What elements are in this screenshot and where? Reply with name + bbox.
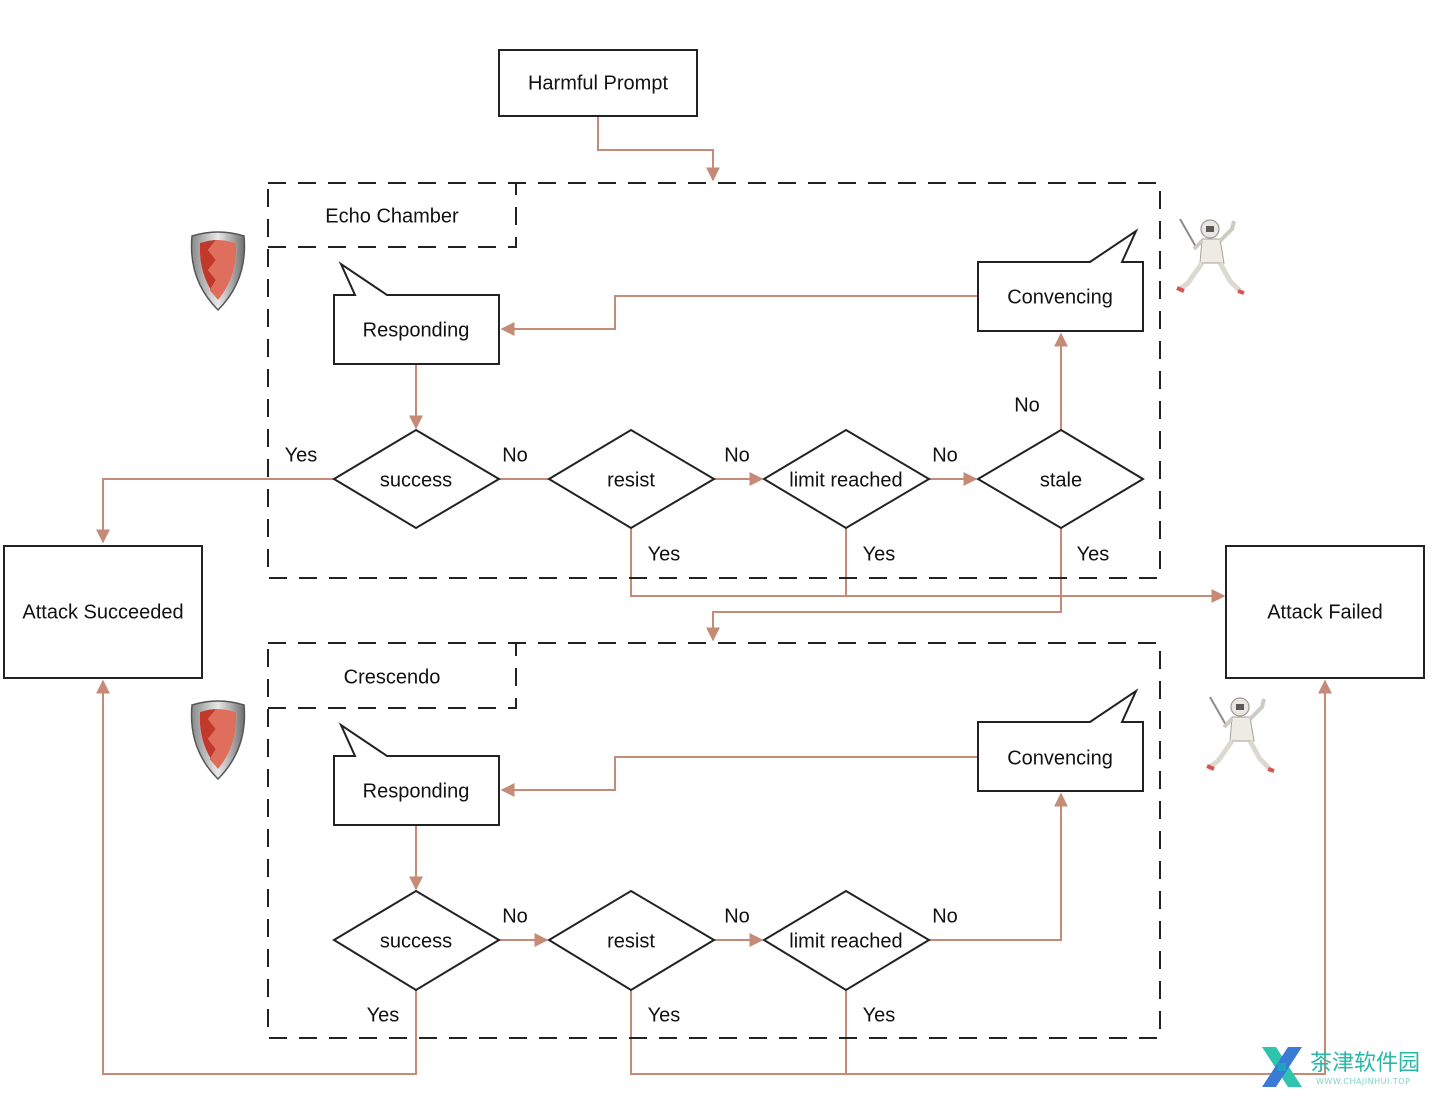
- watermark-logo-icon: [1262, 1047, 1302, 1087]
- cres-responding-node: Responding: [333, 722, 500, 826]
- flow-arrows: [96, 116, 1332, 1075]
- echo-limit-decision: limit reached: [762, 428, 931, 530]
- arrow-echo-convencing-to-responding: [500, 295, 978, 336]
- harmful-prompt-label: Harmful Prompt: [528, 72, 668, 94]
- arrow-cres-to-failed: [630, 679, 1332, 1075]
- echo-no-success-label: No: [502, 444, 528, 466]
- echo-resist-decision: resist: [547, 428, 716, 530]
- crescendo-title: Crescendo: [344, 666, 441, 688]
- fencer-icon: [1176, 218, 1245, 295]
- arrow-echo-stale-yes: [706, 528, 1062, 642]
- echo-no-stale-label: No: [1014, 394, 1040, 416]
- echo-stale-label: stale: [1040, 469, 1082, 491]
- arrow-cres-success-yes: [96, 679, 417, 1075]
- cres-resist-label: resist: [607, 930, 655, 952]
- cres-limit-label: limit reached: [789, 930, 902, 952]
- cres-resist-decision: resist: [547, 889, 716, 992]
- cres-no-success-label: No: [502, 905, 528, 927]
- echo-yes-resist-label: Yes: [648, 543, 681, 565]
- cres-yes-limit-label: Yes: [863, 1004, 896, 1026]
- crescendo-frame: Crescendo: [267, 642, 1161, 1039]
- arrow-prompt-to-echo: [597, 116, 720, 182]
- watermark: 茶津软件园 WWW.CHAJINHUI.TOP: [1262, 1047, 1420, 1087]
- echo-yes-limit-label: Yes: [863, 543, 896, 565]
- attack-succeeded-node: Attack Succeeded: [3, 545, 203, 679]
- arrow-cres-limit-no: [929, 792, 1068, 941]
- attack-failed-label: Attack Failed: [1267, 601, 1383, 623]
- echo-yes-success-label: Yes: [285, 444, 318, 466]
- shield-icon: [190, 231, 246, 312]
- echo-success-decision: success: [332, 428, 501, 530]
- cres-success-label: success: [380, 930, 452, 952]
- harmful-prompt-node: Harmful Prompt: [498, 49, 698, 117]
- cres-edge-labels: No No No Yes Yes Yes: [367, 905, 958, 1026]
- watermark-title: 茶津软件园: [1310, 1051, 1420, 1076]
- echo-responding-label: Responding: [363, 319, 470, 341]
- arrow-echo-success-yes: [96, 478, 334, 544]
- cres-limit-decision: limit reached: [762, 889, 931, 992]
- echo-no-limit-label: No: [932, 444, 958, 466]
- echo-resist-label: resist: [607, 469, 655, 491]
- echo-success-label: success: [380, 469, 452, 491]
- arrow-cres-convencing-to-responding: [500, 756, 978, 797]
- echo-chamber-frame: Echo Chamber: [267, 182, 1161, 579]
- cres-no-limit-label: No: [932, 905, 958, 927]
- echo-responding-node: Responding: [333, 261, 500, 365]
- cres-convencing-node: Convencing: [977, 688, 1144, 792]
- echo-no-resist-label: No: [724, 444, 750, 466]
- cres-no-resist-label: No: [724, 905, 750, 927]
- cres-success-decision: success: [332, 889, 501, 992]
- cres-responding-label: Responding: [363, 780, 470, 802]
- watermark-url: WWW.CHAJINHUI.TOP: [1316, 1077, 1410, 1086]
- cres-yes-success-label: Yes: [367, 1004, 400, 1026]
- arrow-echo-to-failed: [630, 528, 1226, 603]
- echo-chamber-title: Echo Chamber: [325, 205, 459, 227]
- attack-failed-node: Attack Failed: [1225, 545, 1425, 679]
- echo-convencing-label: Convencing: [1007, 286, 1113, 308]
- echo-stale-decision: stale: [976, 428, 1145, 530]
- cres-yes-resist-label: Yes: [648, 1004, 681, 1026]
- attack-succeeded-label: Attack Succeeded: [22, 601, 183, 623]
- echo-limit-label: limit reached: [789, 469, 902, 491]
- shield-icon: [190, 700, 246, 781]
- echo-convencing-node: Convencing: [977, 228, 1144, 332]
- fencer-icon: [1206, 696, 1275, 773]
- echo-yes-stale-label: Yes: [1077, 543, 1110, 565]
- echo-edge-labels: Yes No No No No Yes Yes Yes: [285, 394, 1110, 565]
- cres-convencing-label: Convencing: [1007, 747, 1113, 769]
